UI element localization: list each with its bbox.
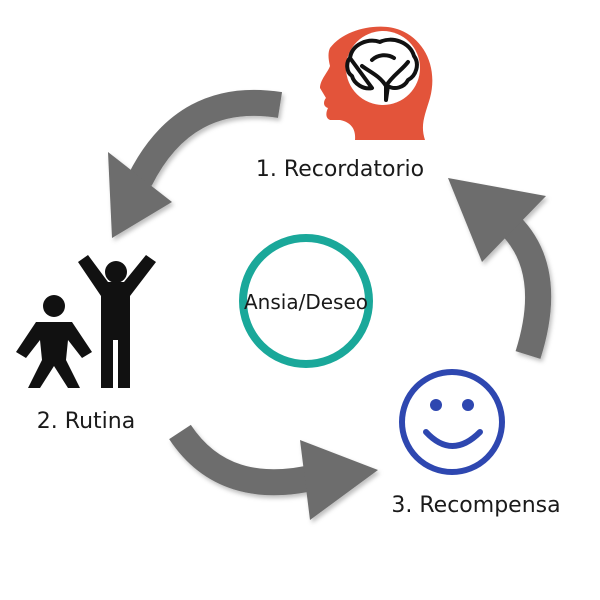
head-brain-icon bbox=[320, 26, 433, 141]
people-exercise-icon bbox=[16, 255, 156, 388]
step-recompensa: 3. Recompensa bbox=[391, 369, 561, 518]
step-rutina: 2. Rutina bbox=[16, 255, 156, 434]
arrow-recompensa-to-recordatorio bbox=[448, 178, 552, 359]
arrow-recordatorio-to-rutina bbox=[108, 89, 283, 238]
step-label-rutina: 2. Rutina bbox=[37, 409, 135, 434]
step-label-recompensa: 3. Recompensa bbox=[391, 493, 560, 518]
center-label: Ansia/Deseo bbox=[244, 290, 368, 314]
smiley-face-icon bbox=[399, 369, 505, 475]
arrow-rutina-to-recompensa bbox=[169, 424, 378, 520]
center-node: Ansia/Deseo bbox=[239, 234, 373, 368]
step-label-recordatorio: 1. Recordatorio bbox=[256, 157, 424, 182]
center-ring bbox=[239, 234, 373, 368]
step-recordatorio: 1. Recordatorio bbox=[256, 26, 433, 182]
